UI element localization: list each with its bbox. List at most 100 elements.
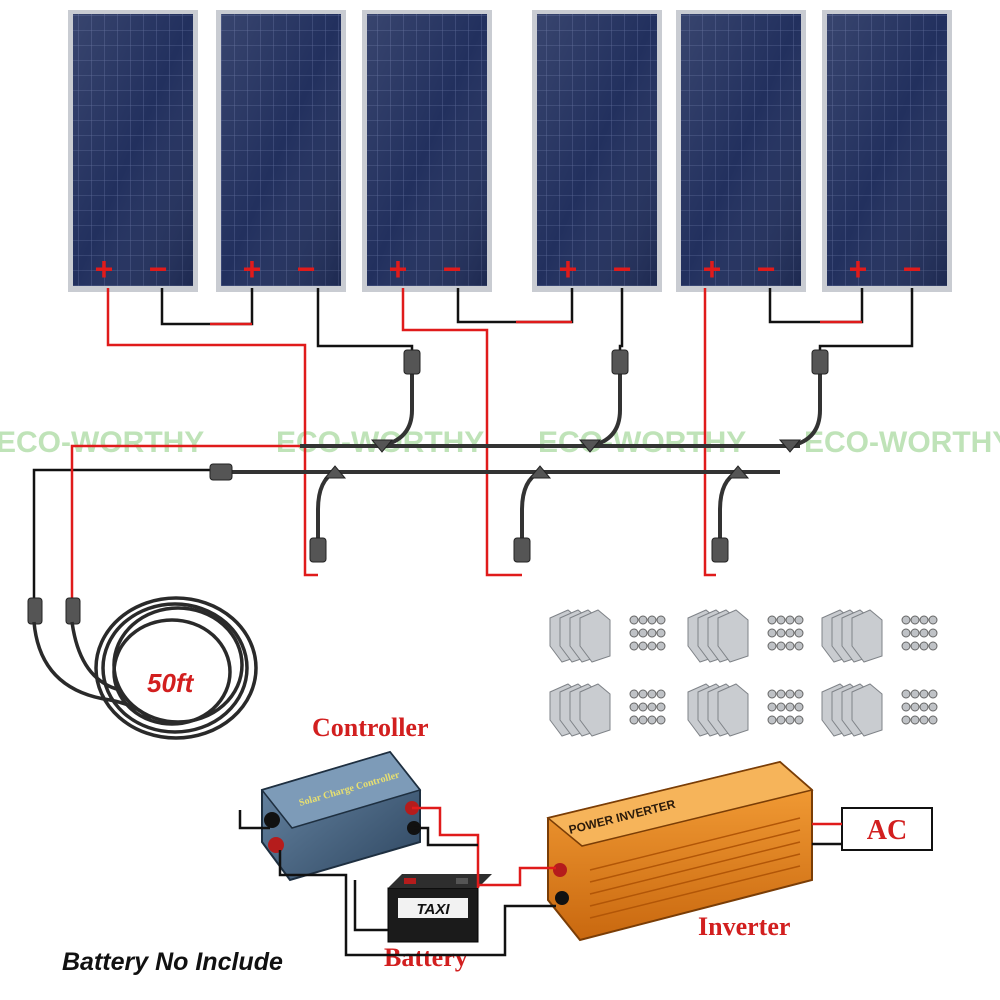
bolt-icon [776,715,786,725]
bolt-icon [656,628,666,638]
bolt-icon [776,615,786,625]
mc4-connector-icon [65,597,81,625]
negative-wire [32,468,222,600]
z-bracket-icon [851,609,883,663]
positive-terminal-label: + [703,251,722,287]
bolt-icon [928,702,938,712]
terminal-icon [264,812,280,828]
mc4-connector-icon [27,597,43,625]
bolt-icon [785,689,795,699]
negative-terminal-label: − [613,251,632,287]
bolt-icon [767,702,777,712]
bolt-icon [776,641,786,651]
bolt-icon [767,715,777,725]
bolt-icon [629,628,639,638]
bolt-icon [776,689,786,699]
terminal-icon [555,891,569,905]
bolt-icon [901,641,911,651]
positive-terminal-label: + [243,251,262,287]
bolt-icon [910,628,920,638]
bolt-icon [638,628,648,638]
bolt-icon [656,702,666,712]
mounting-kit [549,683,666,737]
bolt-icon [910,641,920,651]
bolt-icon [919,615,929,625]
bolt-icon [910,715,920,725]
z-bracket-icon [579,609,611,663]
bolt-icon [910,702,920,712]
bolt-icon [638,615,648,625]
solar-panel: +− [822,10,952,292]
system-wiring [238,806,842,957]
solar-panel: +− [216,10,346,292]
bolt-icon [928,615,938,625]
z-bracket-icon [579,683,611,737]
bolt-icon [638,641,648,651]
battery-not-included-note: Battery No Include [62,948,283,976]
solar-panel: +− [676,10,806,292]
mc4-connector-icon [711,537,729,563]
solar-panel: +− [532,10,662,292]
bolt-icon [776,702,786,712]
bolt-icon [767,628,777,638]
bolt-icon [629,641,639,651]
bolt-icon [919,641,929,651]
bolt-icon [638,715,648,725]
bolt-icon [647,715,657,725]
mc4-connector-icon [513,537,531,563]
ac-output-box [841,807,933,851]
negative-wire [818,288,914,352]
negative-terminal-label: − [149,251,168,287]
mc4-connector-icon [309,537,327,563]
watermark-text: ECO-WORTHY [538,426,746,459]
y-branch-icon [528,465,552,479]
mc4-connector-icon [403,349,421,375]
bolt-icon [901,628,911,638]
positive-wire [70,444,300,600]
bolt-icon [901,715,911,725]
bolt-icon [647,641,657,651]
negative-wire [618,288,624,352]
wiring [32,288,914,600]
bolt-icon [919,628,929,638]
y-branch-icon [726,465,750,479]
mounting-kit [821,609,938,663]
z-bracket-icon [717,683,749,737]
negative-wire [316,288,414,352]
bolt-icon [901,615,911,625]
negative-wire [160,288,254,326]
bolt-icon [629,715,639,725]
bolt-icon [919,702,929,712]
power-inverter: POWER INVERTER [546,760,814,942]
positive-terminal-label: + [849,251,868,287]
solar-panel-array: +−+−+−+−+−+− [68,10,952,292]
bolt-icon [901,689,911,699]
watermark-text: ECO-WORTHY [0,426,204,459]
y-branch-icon [578,439,602,453]
bolt-icon [785,615,795,625]
solar-panel: +− [68,10,198,292]
bolt-icon [919,689,929,699]
solar-panel: +− [362,10,492,292]
bolt-icon [785,628,795,638]
controller-label: Controller [312,713,429,742]
mounting-kit [687,609,804,663]
bolt-icon [901,702,911,712]
bolt-icon [785,715,795,725]
bolt-icon [767,615,777,625]
bolt-icon [629,615,639,625]
mc4-connector-icon [209,463,233,481]
negative-terminal-label: − [757,251,776,287]
inverter-label: Inverter [698,912,790,941]
bolt-icon [656,641,666,651]
bolt-icon [928,641,938,651]
terminal-icon [268,837,284,853]
bolt-icon [794,715,804,725]
negative-wire [768,288,864,324]
bolt-icon [638,702,648,712]
bolt-icon [767,641,777,651]
charge-controller: Solar Charge Controller [260,750,422,882]
branch-connectors [27,349,829,625]
